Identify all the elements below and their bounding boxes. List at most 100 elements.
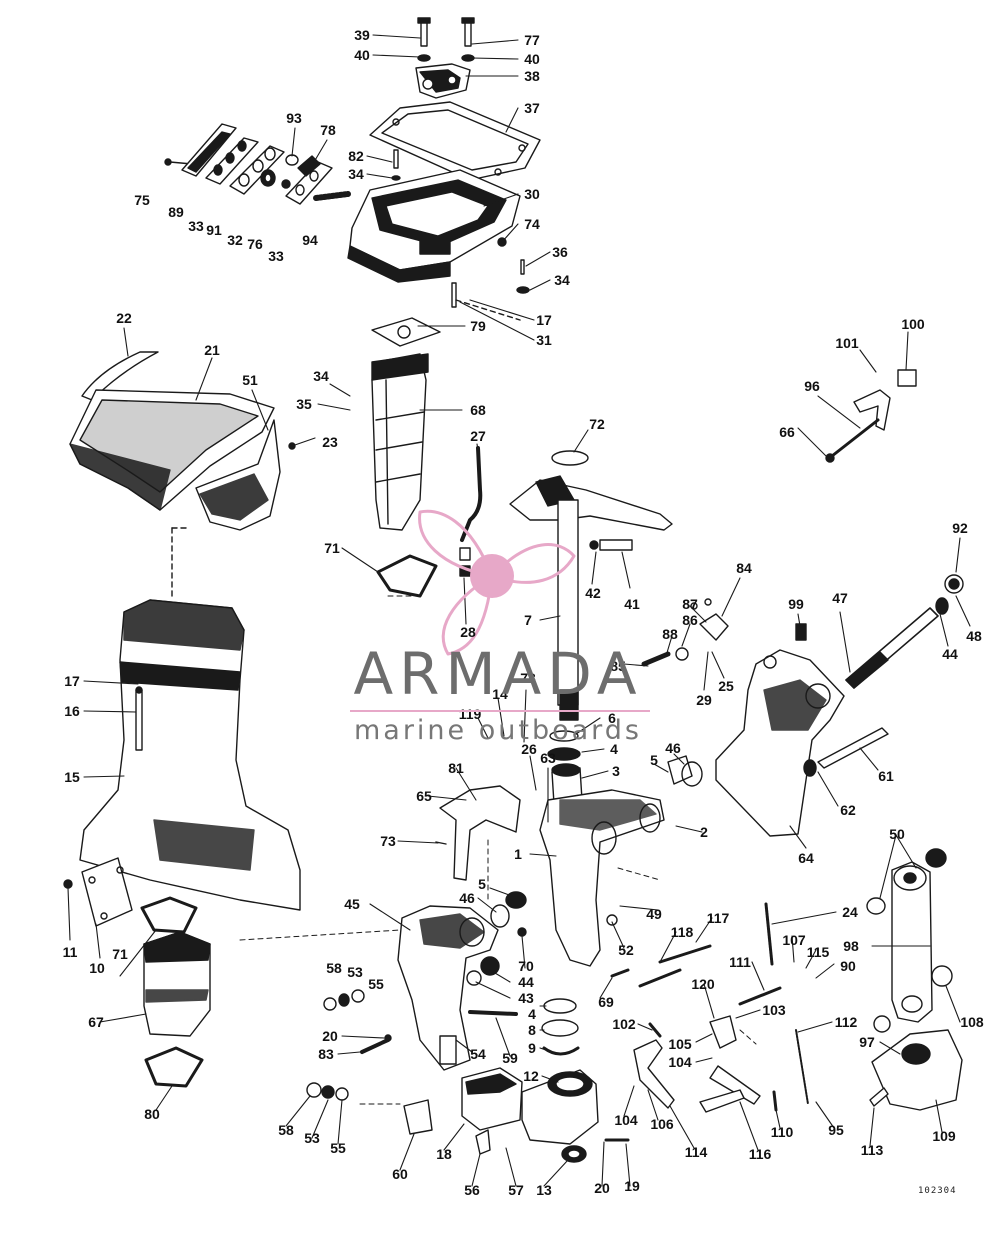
part-label: 39 bbox=[354, 27, 370, 43]
part-label: 40 bbox=[524, 51, 540, 67]
part-label: 32 bbox=[227, 232, 243, 248]
part-label: 29 bbox=[696, 692, 712, 708]
part-label: 33 bbox=[188, 218, 204, 234]
part-label: 7 bbox=[524, 612, 532, 628]
stern-bracket-64 bbox=[715, 649, 845, 837]
part-label: 60 bbox=[392, 1166, 408, 1182]
part-label: 109 bbox=[932, 1128, 956, 1144]
part-label: 4 bbox=[610, 741, 618, 757]
part-label: 20 bbox=[322, 1028, 338, 1044]
part-label: 14 bbox=[492, 686, 508, 702]
water-tube-27 bbox=[459, 446, 483, 577]
part-label: 5 bbox=[478, 876, 486, 892]
part-label: 40 bbox=[354, 47, 370, 63]
part-label: 84 bbox=[736, 560, 752, 576]
adapter-housing-15 bbox=[79, 599, 301, 911]
swivel-bottom-12 bbox=[521, 1069, 599, 1163]
part-label: 117 bbox=[706, 910, 730, 926]
part-label: 96 bbox=[804, 378, 820, 394]
part-label: 11 bbox=[62, 944, 78, 960]
part-label: 90 bbox=[840, 958, 856, 974]
dashed-lines bbox=[239, 595, 757, 1105]
part-label: 100 bbox=[901, 316, 925, 332]
washers-4-9 bbox=[541, 998, 630, 1142]
part-label: 47 bbox=[832, 590, 848, 606]
exhaust-cover-30 bbox=[347, 169, 521, 283]
studs-69-70 bbox=[466, 914, 630, 986]
part-label: 8 bbox=[528, 1022, 536, 1038]
part-label: 6 bbox=[608, 710, 616, 726]
part-label: 21 bbox=[204, 342, 220, 358]
part-label: 86 bbox=[682, 612, 698, 628]
part-label: 106 bbox=[650, 1116, 674, 1132]
stern-bracket-45 bbox=[397, 905, 499, 1071]
part-label: 4 bbox=[528, 1006, 536, 1022]
part-label: 34 bbox=[313, 368, 329, 384]
part-label: 55 bbox=[368, 976, 384, 992]
part-label: 78 bbox=[320, 122, 336, 138]
part-label: 85 bbox=[610, 658, 626, 674]
part-label: 77 bbox=[524, 32, 540, 48]
part-label: 58 bbox=[278, 1122, 294, 1138]
part-label: 72 bbox=[589, 416, 605, 432]
part-label: 83 bbox=[318, 1046, 334, 1062]
part-label: 15 bbox=[64, 769, 80, 785]
part-label: 69 bbox=[598, 994, 614, 1010]
part-label: 46 bbox=[459, 890, 475, 906]
part-label: 88 bbox=[662, 626, 678, 642]
part-label: 44 bbox=[942, 646, 958, 662]
part-label: 76 bbox=[247, 236, 263, 252]
side-cover-51 bbox=[171, 419, 296, 599]
part-label: 67 bbox=[88, 1014, 104, 1030]
mount-bracket-38 bbox=[415, 63, 471, 99]
block-18 bbox=[403, 1067, 523, 1155]
part-label: 107 bbox=[782, 932, 806, 948]
rod-61 bbox=[795, 623, 889, 777]
top-bolts bbox=[417, 17, 475, 62]
trim-cylinder-98 bbox=[866, 848, 953, 1033]
bracket-109 bbox=[869, 1029, 963, 1111]
part-label: 101 bbox=[835, 335, 859, 351]
part-label: 62 bbox=[840, 802, 856, 818]
part-label: 23 bbox=[322, 434, 338, 450]
part-label: 37 bbox=[524, 100, 540, 116]
part-label: 18 bbox=[436, 1146, 452, 1162]
part-label: 112 bbox=[834, 1014, 858, 1030]
part-label: 114 bbox=[684, 1144, 708, 1160]
exhaust-extension-67 bbox=[143, 931, 211, 1037]
part-label: 87 bbox=[682, 596, 698, 612]
left-cluster bbox=[164, 123, 351, 205]
part-label: 95 bbox=[828, 1122, 844, 1138]
bolt-59 bbox=[360, 1010, 518, 1065]
part-label: 73 bbox=[520, 670, 536, 686]
part-label: 22 bbox=[116, 310, 132, 326]
part-label: 55 bbox=[330, 1140, 346, 1156]
part-label: 9 bbox=[528, 1040, 536, 1056]
part-label: 25 bbox=[718, 678, 734, 694]
part-label: 30 bbox=[524, 186, 540, 202]
part-label: 17 bbox=[64, 673, 80, 689]
part-label: 116 bbox=[748, 1146, 772, 1162]
part-label: 3 bbox=[612, 763, 620, 779]
part-label: 93 bbox=[286, 110, 302, 126]
seal-71 bbox=[376, 554, 438, 598]
part-label: 53 bbox=[304, 1130, 320, 1146]
part-label: 27 bbox=[470, 428, 486, 444]
part-label: 104 bbox=[668, 1054, 692, 1070]
part-label: 113 bbox=[860, 1142, 884, 1158]
part-label: 20 bbox=[594, 1180, 610, 1196]
part-label: 28 bbox=[460, 624, 476, 640]
part-label: 71 bbox=[112, 946, 128, 962]
lower-cover-21 bbox=[69, 389, 275, 511]
propeller-logo-icon bbox=[418, 509, 576, 656]
part-label: 81 bbox=[448, 760, 464, 776]
part-label: 41 bbox=[624, 596, 640, 612]
part-96 bbox=[825, 369, 917, 463]
bracket-65 bbox=[435, 785, 521, 881]
part-label: 45 bbox=[344, 896, 360, 912]
cover-strip-22 bbox=[81, 351, 159, 401]
part-label: 56 bbox=[464, 1182, 480, 1198]
part-label: 57 bbox=[508, 1182, 524, 1198]
part-label: 68 bbox=[470, 402, 486, 418]
